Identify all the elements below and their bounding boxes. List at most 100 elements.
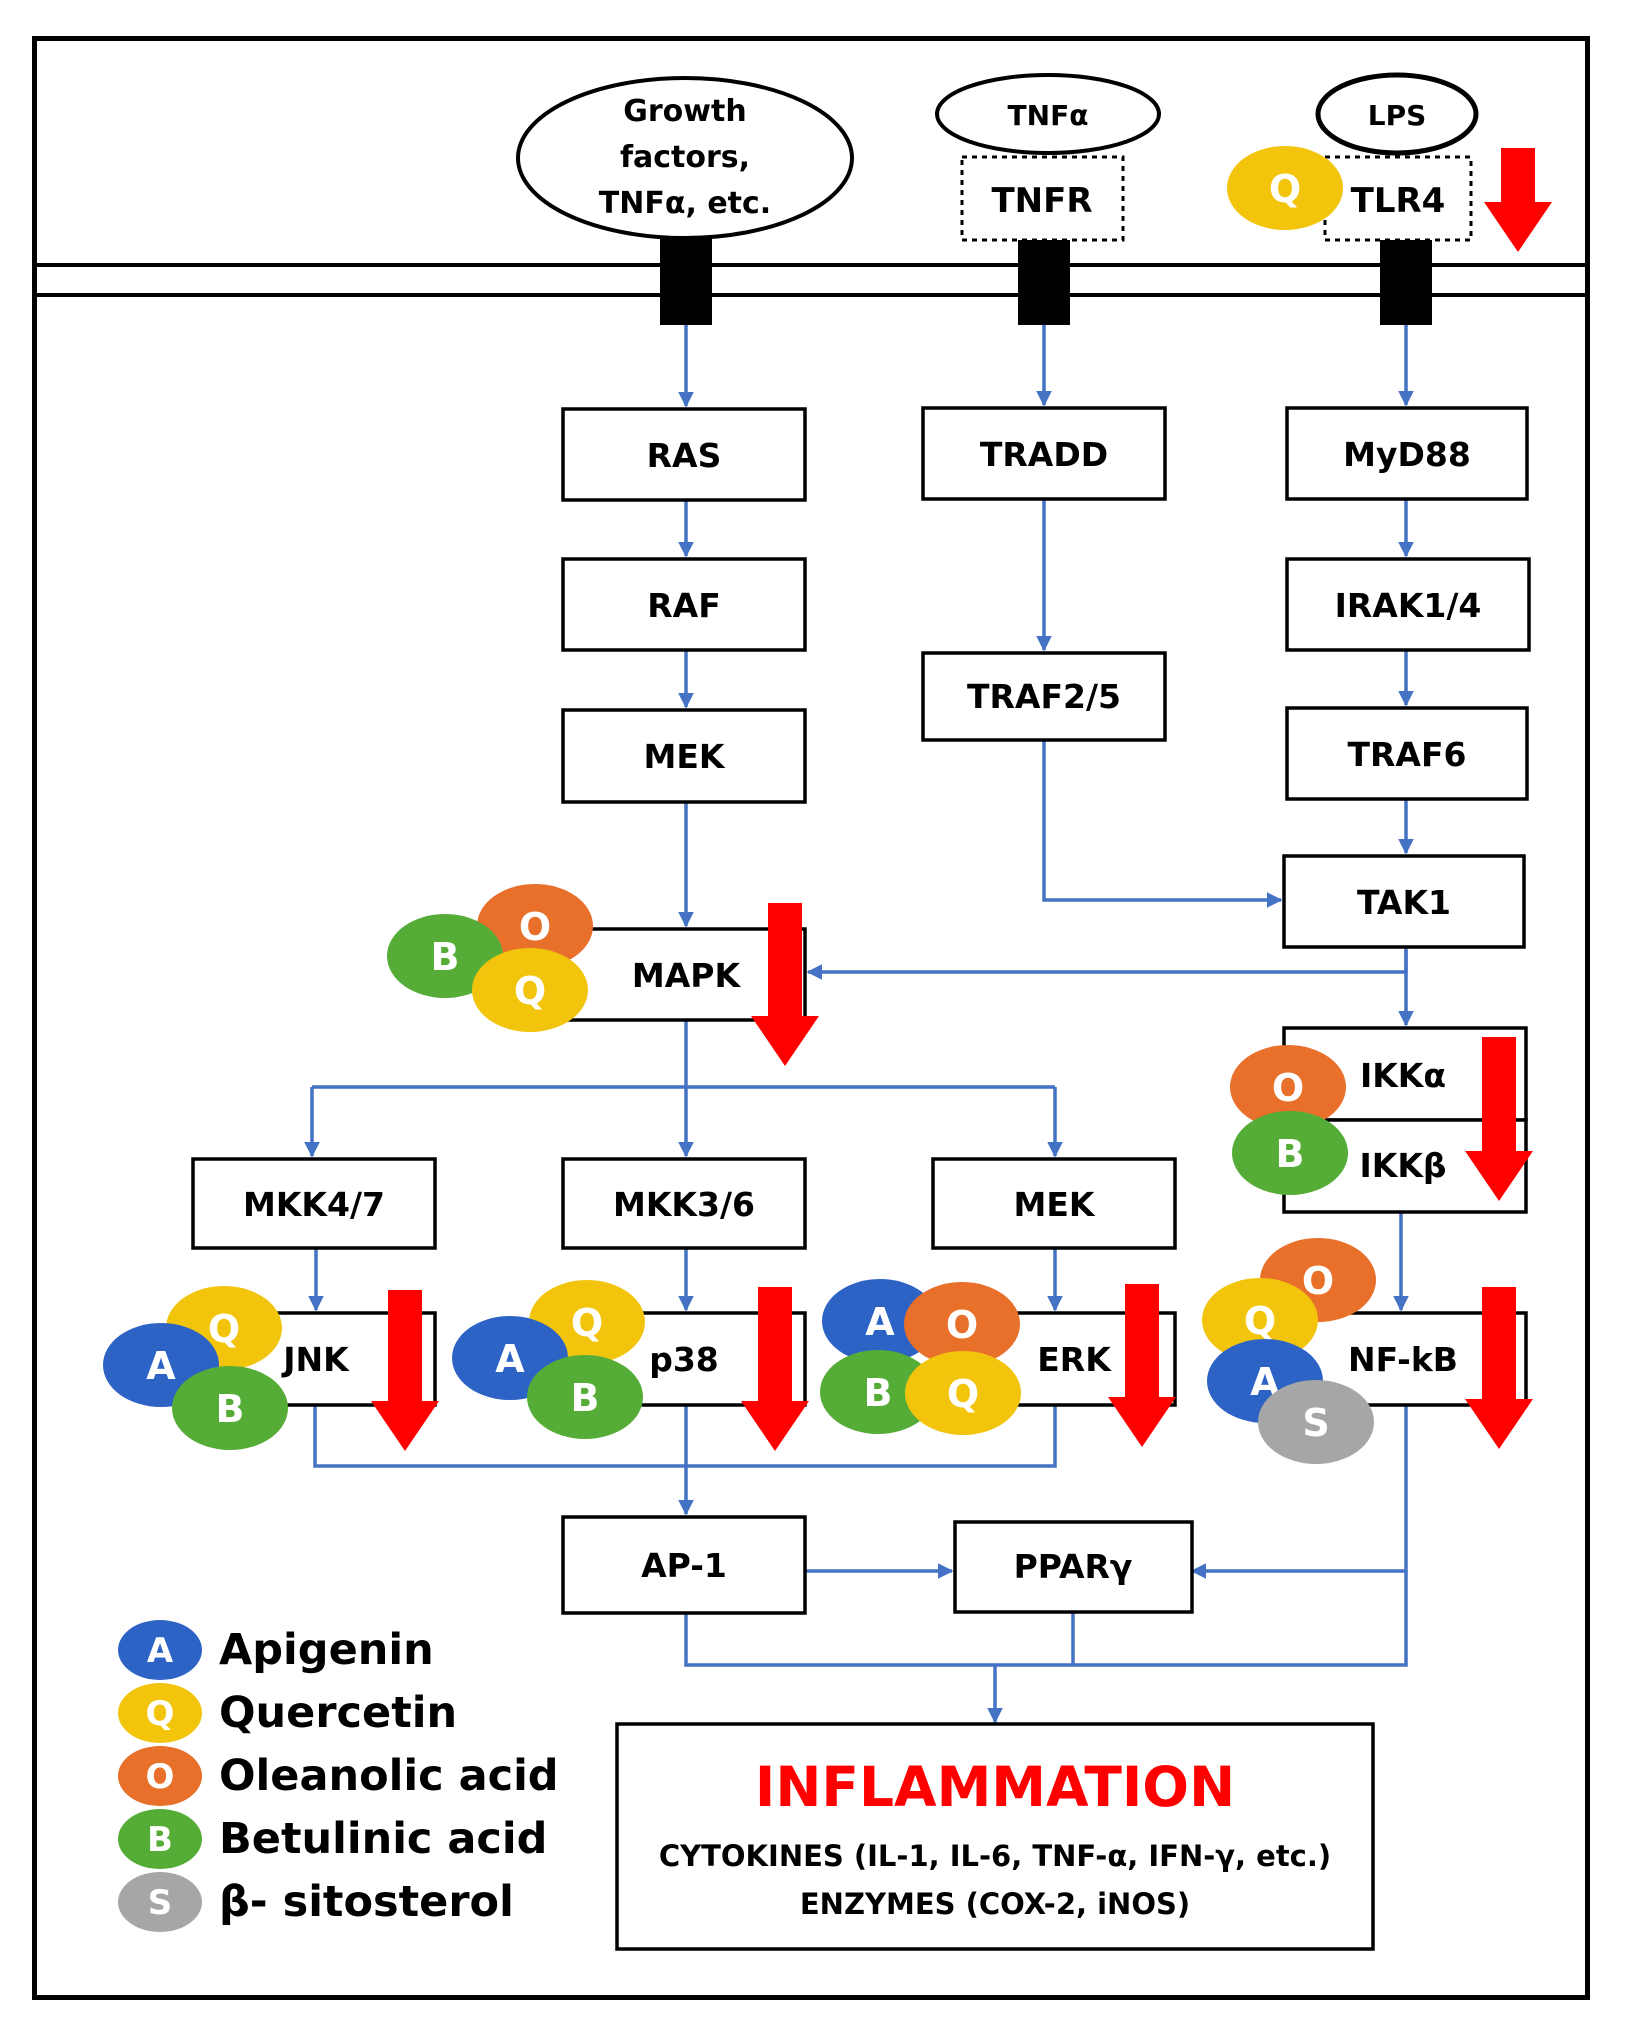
node-ras-label: RAS	[647, 436, 722, 475]
node-mek2: MEK	[931, 1157, 1177, 1250]
receptor-tlr4-label: TLR4	[1351, 181, 1446, 221]
badge-letter: A	[865, 1300, 895, 1344]
node-traf25-label: TRAF2/5	[967, 677, 1121, 716]
node-traf6: TRAF6	[1285, 706, 1529, 801]
legend-swatch	[118, 1683, 202, 1743]
node-mek: MEK	[561, 708, 807, 804]
node-traf25: TRAF2/5	[921, 651, 1167, 742]
badge-betulinic-acid: B	[820, 1350, 936, 1434]
node-myd88-label: MyD88	[1343, 435, 1471, 474]
node-irak: IRAK1/4	[1285, 557, 1531, 652]
badge-oleanolic-acid: O	[1230, 1045, 1346, 1129]
badge-shape	[527, 1355, 643, 1439]
badge-letter: B	[216, 1387, 245, 1431]
inflammation-cytokines: CYTOKINES (IL-1, IL-6, TNF-α, IFN-γ, etc…	[659, 1839, 1331, 1873]
node-mapk: MAPK	[561, 927, 807, 1022]
node-mkk36-label: MKK3/6	[613, 1185, 755, 1224]
receptor-tnfr: TNFR	[960, 155, 1125, 242]
node-irak-label: IRAK1/4	[1335, 586, 1482, 625]
node-mkk47-label: MKK4/7	[243, 1185, 385, 1224]
legend-item-oleanolic-acid: Oleanolic acid O	[118, 1746, 559, 1806]
badge-oleanolic-acid: O	[904, 1282, 1020, 1366]
node-jnk-label: JNK	[281, 1340, 350, 1379]
receptor-block-tlr4	[1380, 237, 1432, 325]
badge-shape	[904, 1282, 1020, 1366]
node-pparg: PPARγ	[953, 1520, 1194, 1614]
inhibition-arrow	[1465, 1037, 1533, 1201]
legend-label-oleanolic-acid: Oleanolic acid	[219, 1751, 559, 1801]
legend-item-apigenin: Apigenin A	[118, 1620, 434, 1680]
receptor-block-growth	[660, 237, 712, 325]
badge-shape	[172, 1366, 288, 1450]
legend-letter: O	[146, 1757, 175, 1797]
node-mapk-label: MAPK	[632, 956, 742, 995]
legend-item-betulinic-acid: Betulinic acid B	[118, 1809, 547, 1869]
badge-letter: O	[946, 1303, 978, 1347]
badge-shape	[822, 1279, 938, 1363]
ligand-lps: LPS	[1315, 72, 1479, 156]
legend-label-beta-sitosterol: β- sitosterol	[219, 1877, 514, 1927]
badge-letter: Q	[947, 1372, 979, 1416]
legend-letter: S	[148, 1883, 173, 1923]
node-mkk47: MKK4/7	[191, 1157, 437, 1250]
badge-shape	[820, 1350, 936, 1434]
ligand-growth-factors: Growth factors, TNFα, etc.	[516, 76, 854, 240]
badge-betulinic-acid: B	[527, 1355, 643, 1439]
badge-quercetin: Q	[1202, 1278, 1318, 1362]
arrow-traf25-tak1	[1042, 740, 1283, 908]
node-erk-label: ERK	[1037, 1340, 1112, 1379]
legend-swatch	[118, 1872, 202, 1932]
ligand-growth-line3: TNFα, etc.	[599, 186, 771, 221]
badge-letter: Q	[1269, 167, 1301, 211]
node-traf6-label: TRAF6	[1348, 735, 1467, 774]
badge-apigenin: A	[822, 1279, 938, 1363]
badge-betulinic-acid: B	[387, 914, 503, 998]
node-nfkb-label: NF-kB	[1348, 1340, 1458, 1379]
node-raf: RAF	[561, 557, 807, 652]
badge-betulinic-acid: B	[172, 1366, 288, 1450]
node-tak1-label: TAK1	[1357, 883, 1451, 922]
legend-letter: B	[147, 1820, 173, 1860]
node-mek2-label: MEK	[1014, 1185, 1096, 1224]
badge-quercetin: Q	[905, 1351, 1021, 1435]
node-ras: RAS	[561, 407, 807, 502]
inhibition-arrow	[751, 903, 819, 1066]
badge-letter: A	[495, 1337, 525, 1381]
cell-membrane	[37, 263, 1586, 297]
diagram-frame	[32, 36, 1590, 2000]
badge-shape	[1258, 1380, 1374, 1464]
node-tak1: TAK1	[1282, 854, 1526, 949]
legend-label-quercetin: Quercetin	[219, 1688, 457, 1738]
badge-letter: O	[1272, 1066, 1304, 1110]
legend: Apigenin A Quercetin Q Oleanolic acid O …	[118, 1620, 559, 1932]
badge-shape	[477, 884, 593, 968]
receptor-tlr4: TLR4	[1323, 155, 1473, 242]
badge-letter: Q	[514, 969, 546, 1013]
badge-betulinic-acid: B	[1232, 1111, 1348, 1195]
legend-swatch	[118, 1746, 202, 1806]
ligand-tnfa-label: TNFα	[1008, 99, 1089, 132]
badge-shape	[905, 1351, 1021, 1435]
ligand-lps-label: LPS	[1368, 99, 1427, 132]
inhibition-arrow	[1465, 1287, 1533, 1449]
inhibition-arrow	[1108, 1284, 1176, 1447]
badge-letter: Q	[1244, 1299, 1276, 1343]
badge-letter: Q	[571, 1301, 603, 1345]
legend-label-apigenin: Apigenin	[219, 1625, 434, 1675]
legend-letter: A	[147, 1631, 174, 1671]
node-tradd: TRADD	[921, 406, 1167, 501]
legend-item-quercetin: Quercetin Q	[118, 1683, 457, 1743]
node-ikkb-label: IKKβ	[1359, 1146, 1446, 1185]
badge-shape	[472, 948, 588, 1032]
receptor-tnfr-label: TNFR	[991, 181, 1092, 221]
receptor-block-tnfr	[1018, 237, 1070, 325]
legend-letter: Q	[146, 1694, 175, 1734]
node-raf-label: RAF	[647, 586, 721, 625]
legend-swatch	[118, 1809, 202, 1869]
legend-swatch	[118, 1620, 202, 1680]
badge-shape	[1227, 146, 1343, 230]
node-ap1-label: AP-1	[641, 1546, 727, 1585]
badge-letter: Q	[208, 1307, 240, 1351]
